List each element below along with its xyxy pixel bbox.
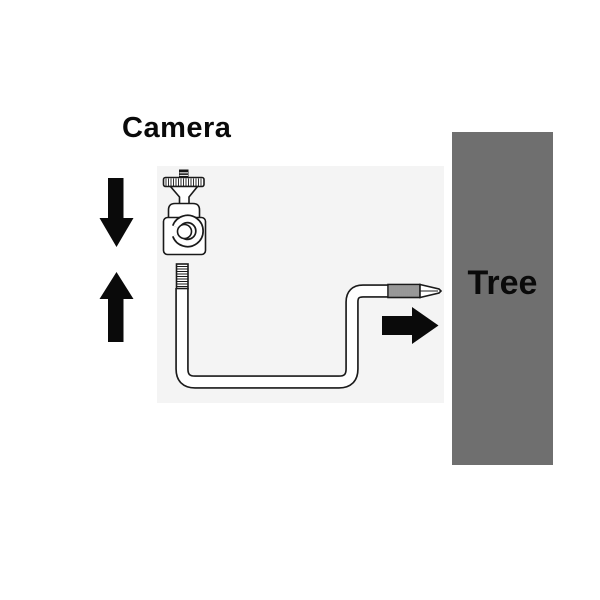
- down-arrow-shape: [99, 178, 134, 247]
- camera-label: Camera: [122, 112, 232, 144]
- ball-socket: [176, 223, 193, 240]
- bracket-tube-body: [176, 285, 388, 388]
- screw-tip: [387, 283, 443, 299]
- tree-mount-bracket: [175, 263, 443, 389]
- right-arrow-shape: [382, 307, 439, 344]
- tree-trunk: [452, 132, 553, 465]
- ball-clamp-body: [173, 216, 203, 246]
- up-arrow-shape: [99, 272, 134, 342]
- bracket-threaded-stud: [175, 263, 189, 290]
- stud-threads: [176, 266, 188, 287]
- right-arrow-icon: [382, 307, 439, 344]
- mount-housing: [167, 202, 201, 219]
- mount-camera-stud-threads: [179, 172, 188, 176]
- knurled-disc-hatch: [165, 178, 202, 186]
- screw-threads: [389, 285, 419, 297]
- tree-label: Tree: [467, 264, 538, 302]
- camera-ball-head-mount: [162, 169, 207, 256]
- down-arrow-icon: [99, 178, 134, 247]
- up-arrow-icon: [99, 272, 134, 342]
